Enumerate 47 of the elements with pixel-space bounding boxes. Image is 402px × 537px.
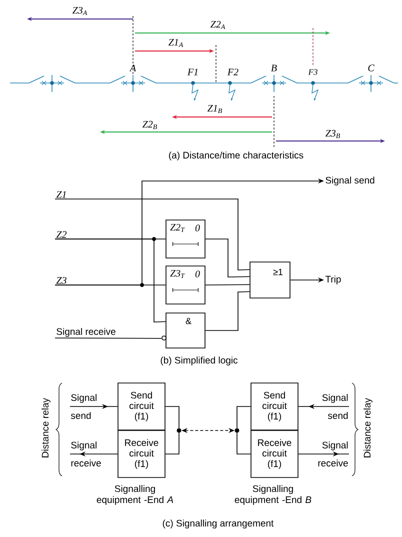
connector	[236, 432, 251, 454]
circuit-box: Receive circuit (f1)	[250, 430, 298, 478]
relay-label: Distance relay	[364, 398, 372, 458]
circuit-box: Send circuit (f1)	[250, 382, 298, 430]
input-label: Z2	[56, 231, 67, 238]
circuit-box: Send circuit (f1)	[118, 382, 166, 430]
zone-label: Z2$_{A}$	[210, 20, 226, 30]
connector	[54, 338, 162, 339]
connector	[236, 406, 251, 428]
fault-label: F1	[187, 68, 198, 76]
equipment-label: Signalling equipment -End A	[96, 485, 174, 505]
caption: (c) Signalling arrangement	[162, 520, 274, 528]
signal-label: Signal receive	[71, 442, 101, 466]
zone-label: Z2$_{B}$	[142, 120, 158, 130]
signal-label: Signal send	[70, 394, 96, 419]
zone-label: Z1$_{A}$	[168, 38, 184, 48]
timer-box: Z3$_{T}$ 0	[166, 266, 206, 304]
busbar-label: B	[271, 64, 277, 72]
input-label: Z3	[56, 277, 66, 284]
output-label: Trip	[325, 276, 341, 284]
input-label: Z1	[56, 191, 66, 198]
connector	[165, 406, 180, 428]
zone-label: Z1$_{B}$	[207, 104, 222, 114]
connector	[205, 291, 250, 331]
connector	[205, 238, 250, 278]
or-gate: ≥1	[250, 262, 290, 298]
zone-label: Z3$_{B}$	[325, 130, 340, 138]
zone-label: Z3$_{A}$	[72, 6, 88, 16]
output-label: Signal send	[326, 176, 374, 186]
fault-label: F3	[308, 69, 318, 75]
equipment-label: Signalling equipment -End B	[234, 485, 312, 505]
and-gate: &	[162, 312, 206, 348]
busbar-label: A	[129, 64, 136, 72]
connector	[165, 432, 180, 454]
input-label: Signal receive	[56, 328, 116, 337]
circuit-box: Receive circuit (f1)	[118, 430, 166, 478]
timer-box: Z2$_{T}$ 0	[166, 220, 206, 258]
caption: (a) Distance/time characteristics	[169, 152, 304, 160]
signal-label: Signal send	[322, 394, 348, 419]
relay-label: Distance relay	[42, 398, 50, 458]
busbar-label: C	[368, 64, 374, 72]
caption: (b) Simplified logic	[160, 356, 238, 366]
fault-label: F2	[227, 68, 238, 76]
connector	[54, 198, 250, 270]
connector	[205, 284, 250, 286]
connector	[54, 238, 166, 322]
signal-label: Signal receive	[318, 442, 348, 466]
